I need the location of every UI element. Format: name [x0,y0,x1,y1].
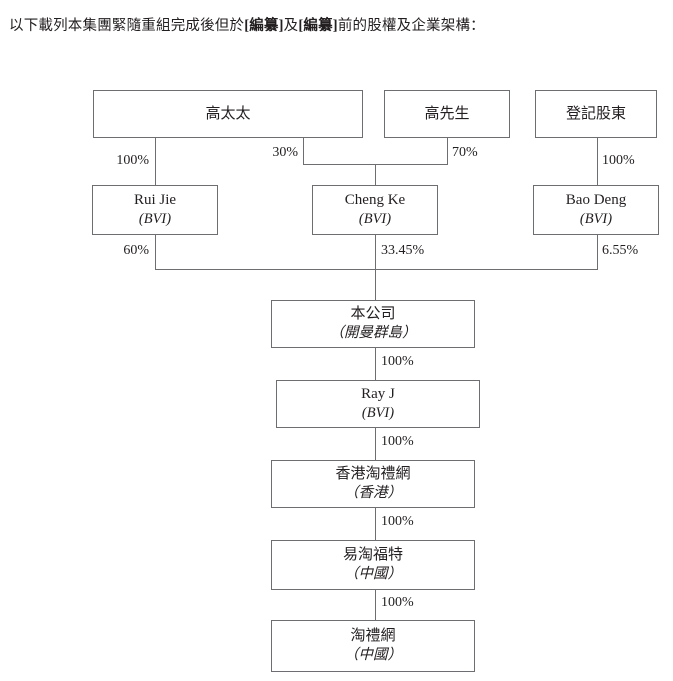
node-ray-j-jurisdiction: (BVI) [361,405,395,421]
label-pct-rui-jie-company: 60% [123,243,149,258]
node-cheng-ke-jurisdiction: (BVI) [358,211,392,227]
node-rui-jie[interactable]: Rui Jie (BVI) [92,185,218,235]
node-registered-shareholder-name: 登記股東 [565,106,626,122]
node-taoliwang-jurisdiction: （中國） [344,647,402,663]
label-pct-ray-j-hk: 100% [381,434,414,449]
node-hk-taoliwang-name: 香港淘禮網 [335,466,411,482]
connector-hk-taoliwang-to-yitaofute [375,508,376,540]
connector-bao-deng-to-merge [597,235,598,269]
connector-gao-madam-to-merge [303,138,304,164]
label-pct-gao-madam-rui-jie: 100% [116,153,149,168]
node-rui-jie-jurisdiction: (BVI) [138,211,172,227]
connector-gao-madam-to-rui-jie [155,138,156,185]
node-taoliwang-name: 淘禮網 [350,628,396,644]
connector-merge-bar-company [155,269,598,270]
node-registered-shareholder[interactable]: 登記股東 [535,90,657,138]
node-company[interactable]: 本公司 （開曼群島） [271,300,475,348]
node-bao-deng-name: Bao Deng [565,192,627,208]
node-ray-j-name: Ray J [361,386,395,402]
node-ray-j[interactable]: Ray J (BVI) [276,380,480,428]
connector-rui-jie-to-merge [155,235,156,269]
connector-registered-to-bao-deng [597,138,598,185]
redacted-token-1: [編纂] [244,18,284,34]
node-yitaofute-name: 易淘福特 [342,547,403,563]
intro-text-after: 前的股權及企業架構： [337,18,485,34]
connector-gao-mister-to-merge [447,138,448,164]
connector-ray-j-to-hk-taoliwang [375,428,376,460]
node-hk-taoliwang[interactable]: 香港淘禮網 （香港） [271,460,475,508]
node-bao-deng[interactable]: Bao Deng (BVI) [533,185,659,235]
label-pct-company-ray-j: 100% [381,354,414,369]
node-gao-madam-name: 高太太 [205,106,251,122]
node-bao-deng-jurisdiction: (BVI) [579,211,613,227]
label-pct-hk-yitaofute: 100% [381,514,414,529]
connector-merge-to-cheng-ke [375,164,376,185]
intro-text-before: 以下載列本集團緊隨重組完成後但於 [9,18,245,34]
node-rui-jie-name: Rui Jie [133,192,177,208]
intro-paragraph: 以下載列本集團緊隨重組完成後但於[編纂]及[編纂]前的股權及企業架構： [9,16,669,36]
intro-text-middle: 及 [283,18,299,34]
node-gao-mister-name: 高先生 [424,106,470,122]
node-yitaofute[interactable]: 易淘福特 （中國） [271,540,475,590]
node-cheng-ke[interactable]: Cheng Ke (BVI) [312,185,438,235]
node-cheng-ke-name: Cheng Ke [344,192,406,208]
node-gao-mister[interactable]: 高先生 [384,90,510,138]
node-gao-madam[interactable]: 高太太 [93,90,363,138]
connector-yitaofute-to-taoliwang [375,590,376,620]
redacted-token-2: [編纂] [298,18,338,34]
label-pct-cheng-ke-company: 33.45% [381,243,425,258]
label-pct-registered-bao-deng: 100% [602,153,635,168]
node-company-name: 本公司 [350,306,396,322]
node-company-jurisdiction: （開曼群島） [329,325,417,341]
node-hk-taoliwang-jurisdiction: （香港） [344,485,402,501]
label-pct-gao-madam-cheng-ke: 30% [272,145,298,160]
connector-company-to-ray-j [375,348,376,380]
label-pct-yitaofute-taoliwang: 100% [381,595,414,610]
connector-cheng-ke-to-company [375,235,376,300]
node-taoliwang[interactable]: 淘禮網 （中國） [271,620,475,672]
node-yitaofute-jurisdiction: （中國） [344,566,402,582]
label-pct-bao-deng-company: 6.55% [602,243,639,258]
label-pct-gao-mister-cheng-ke: 70% [452,145,478,160]
